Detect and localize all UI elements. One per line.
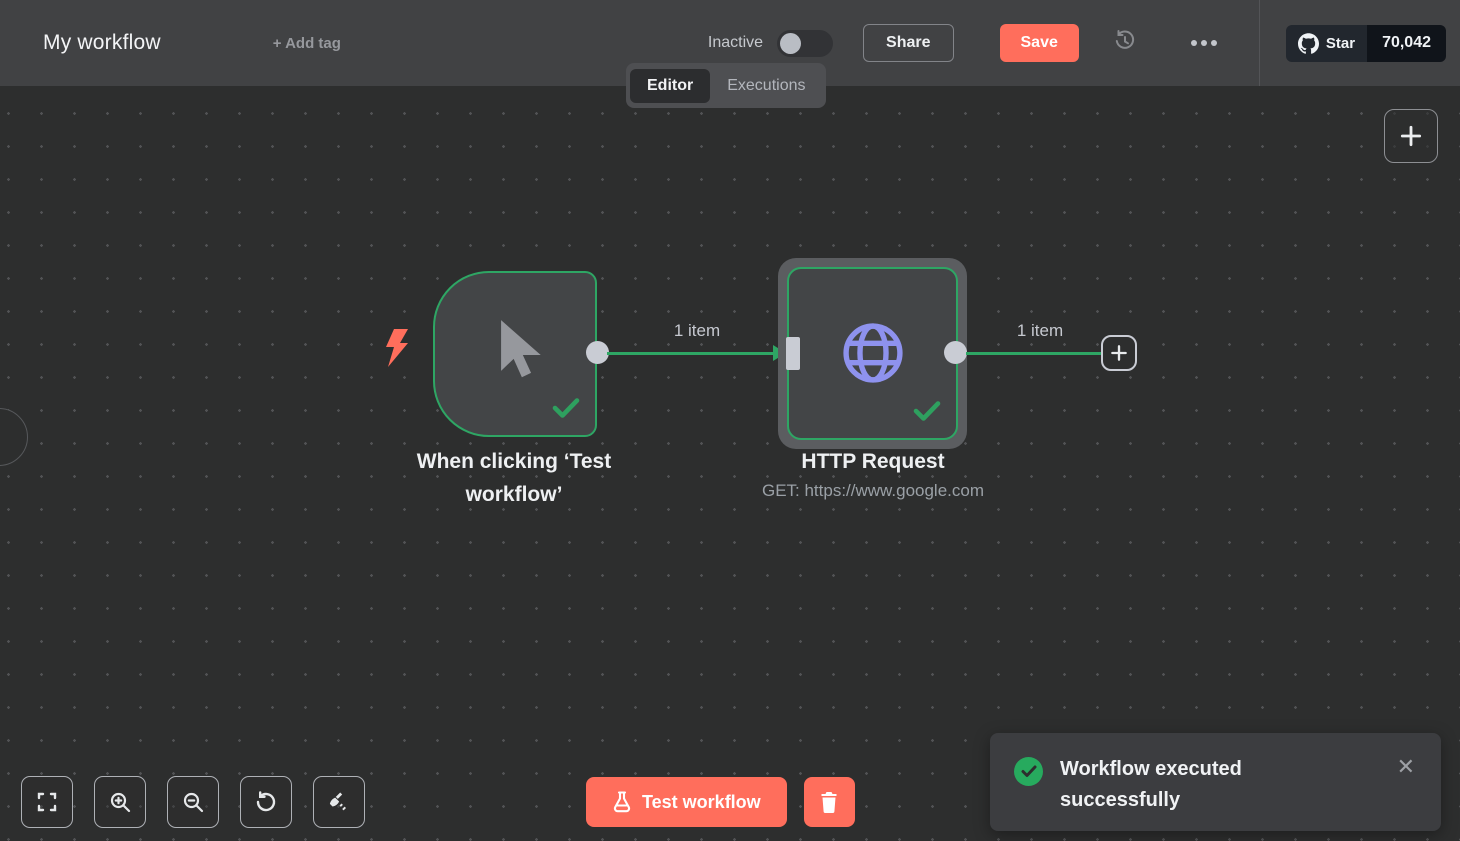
test-workflow-button[interactable]: Test workflow [586, 777, 787, 827]
connection-line[interactable] [966, 352, 1103, 355]
node-caption-http: HTTP Request GET: https://www.google.com [723, 445, 1023, 501]
execution-controls: Test workflow [586, 777, 855, 827]
github-star-button[interactable]: Star [1285, 24, 1368, 62]
toast-success: Workflow executed successfully ✕ [990, 733, 1441, 831]
flask-icon [613, 791, 631, 813]
zoom-out-button[interactable] [167, 776, 219, 828]
success-circle-icon [1014, 757, 1043, 786]
add-tag-button[interactable]: + Add tag [272, 34, 341, 52]
tidy-up-icon [329, 792, 346, 811]
workflow-canvas[interactable]: 1 item 1 item [0, 86, 1460, 841]
plus-icon [1111, 345, 1127, 361]
reset-zoom-button[interactable] [240, 776, 292, 828]
add-node-button[interactable] [1384, 109, 1438, 163]
zoom-in-button[interactable] [94, 776, 146, 828]
node-http-request[interactable] [787, 267, 958, 440]
node-title: HTTP Request [801, 450, 945, 473]
add-connected-node-button[interactable] [1101, 335, 1137, 371]
github-star-count[interactable]: 70,042 [1367, 24, 1446, 62]
toast-message: Workflow executed successfully [1060, 758, 1242, 811]
input-connector[interactable] [786, 337, 800, 370]
reset-zoom-icon [256, 791, 276, 812]
connection-item-count: 1 item [1016, 321, 1064, 340]
zoom-in-icon [110, 792, 131, 813]
view-tabs: Editor Executions [626, 63, 827, 108]
trigger-bolt-icon [384, 329, 410, 372]
fit-view-icon [37, 792, 57, 812]
output-connector[interactable] [944, 341, 967, 364]
share-button[interactable]: Share [863, 24, 954, 62]
globe-icon [839, 319, 907, 392]
plus-icon [1400, 125, 1422, 147]
tab-executions[interactable]: Executions [727, 76, 806, 94]
delete-workflow-button[interactable] [803, 777, 855, 827]
github-icon [1297, 32, 1319, 54]
tab-editor[interactable]: Editor [630, 68, 711, 103]
header-divider [1258, 0, 1260, 86]
tidy-up-button[interactable] [313, 776, 365, 828]
github-star-label: Star [1325, 34, 1356, 52]
output-connector[interactable] [586, 341, 609, 364]
sidebar-collapse-handle[interactable] [0, 408, 28, 466]
zoom-out-icon [183, 792, 204, 813]
success-check-icon [912, 399, 942, 428]
success-check-icon [551, 396, 581, 425]
top-bar-actions: Inactive Share Save [708, 0, 1446, 86]
test-workflow-label: Test workflow [642, 791, 761, 812]
node-title: When clicking ‘Test workflow’ [416, 450, 612, 506]
node-manual-trigger[interactable] [433, 271, 597, 437]
connection-item-count: 1 item [673, 321, 721, 340]
canvas-toolbar [21, 776, 365, 828]
workflow-title[interactable]: My workflow [43, 31, 161, 54]
mouse-cursor-icon [489, 317, 547, 396]
toggle-knob [780, 32, 802, 54]
more-options-icon[interactable] [1185, 34, 1223, 52]
history-icon[interactable] [1113, 29, 1137, 58]
trash-icon [821, 792, 837, 813]
node-caption-trigger: When clicking ‘Test workflow’ [384, 445, 644, 511]
github-star-widget[interactable]: Star 70,042 [1285, 24, 1446, 62]
save-button[interactable]: Save [999, 24, 1079, 62]
activation-status-label: Inactive [707, 34, 764, 51]
connection-line[interactable] [607, 352, 777, 355]
activation-toggle[interactable] [777, 29, 834, 57]
fit-view-button[interactable] [21, 776, 73, 828]
node-subtitle: GET: https://www.google.com [761, 481, 985, 500]
close-icon[interactable]: ✕ [1396, 754, 1415, 779]
